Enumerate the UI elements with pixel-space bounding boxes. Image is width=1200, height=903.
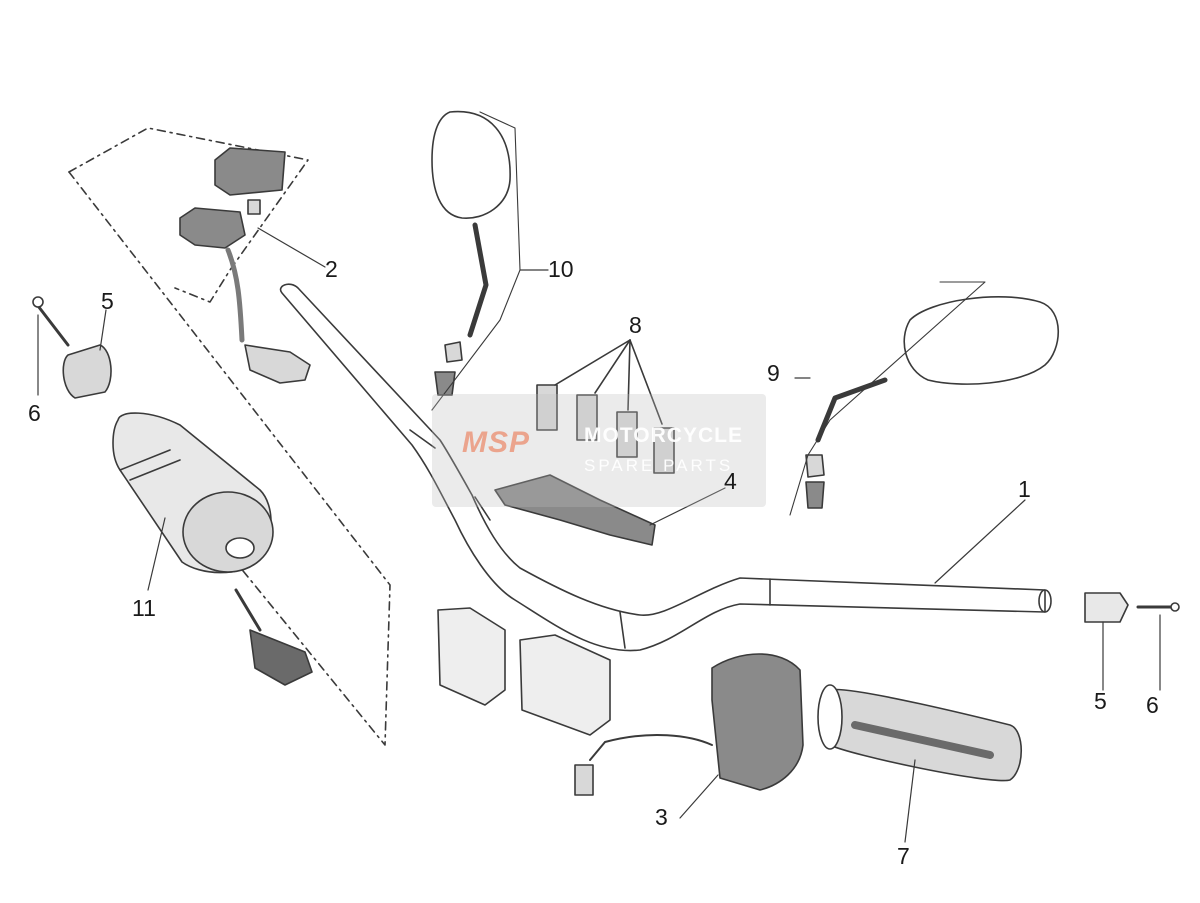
watermark-line1: MOTORCYCLE [584, 424, 743, 447]
switch-assembly [179, 147, 311, 384]
callout-1: 1 [1018, 476, 1031, 502]
callout-9: 9 [767, 360, 780, 386]
handlebar-risers [437, 607, 611, 736]
callout-4: 4 [724, 468, 737, 494]
left-heated-grip [112, 412, 313, 686]
leader-lines [37, 227, 1161, 843]
clamp-bolts [536, 339, 675, 474]
left-mirror [431, 110, 521, 411]
right-grip [817, 684, 1022, 782]
top-clamp [494, 474, 656, 546]
callout-6-right: 6 [1146, 692, 1159, 718]
bar-end-left [32, 296, 112, 399]
callout-5-left: 5 [101, 288, 114, 314]
callout-2: 2 [325, 256, 338, 282]
group-outline [68, 127, 309, 303]
watermark: MSP MOTORCYCLE SPARE PARTS [432, 394, 766, 507]
group-outline-long [68, 171, 391, 746]
right-switch [574, 653, 804, 796]
bar-end-right [1084, 592, 1180, 623]
callout-10: 10 [548, 256, 574, 282]
watermark-logo: MSP [462, 426, 531, 459]
callout-3: 3 [655, 804, 668, 830]
watermark-line2: SPARE PARTS [584, 456, 734, 475]
callout-11: 11 [132, 595, 156, 621]
callout-5-right: 5 [1094, 688, 1107, 714]
callout-6-left: 6 [28, 400, 41, 426]
callout-7: 7 [897, 843, 910, 869]
right-mirror [789, 281, 1060, 516]
callout-8: 8 [629, 312, 642, 338]
handlebar [279, 283, 1052, 652]
